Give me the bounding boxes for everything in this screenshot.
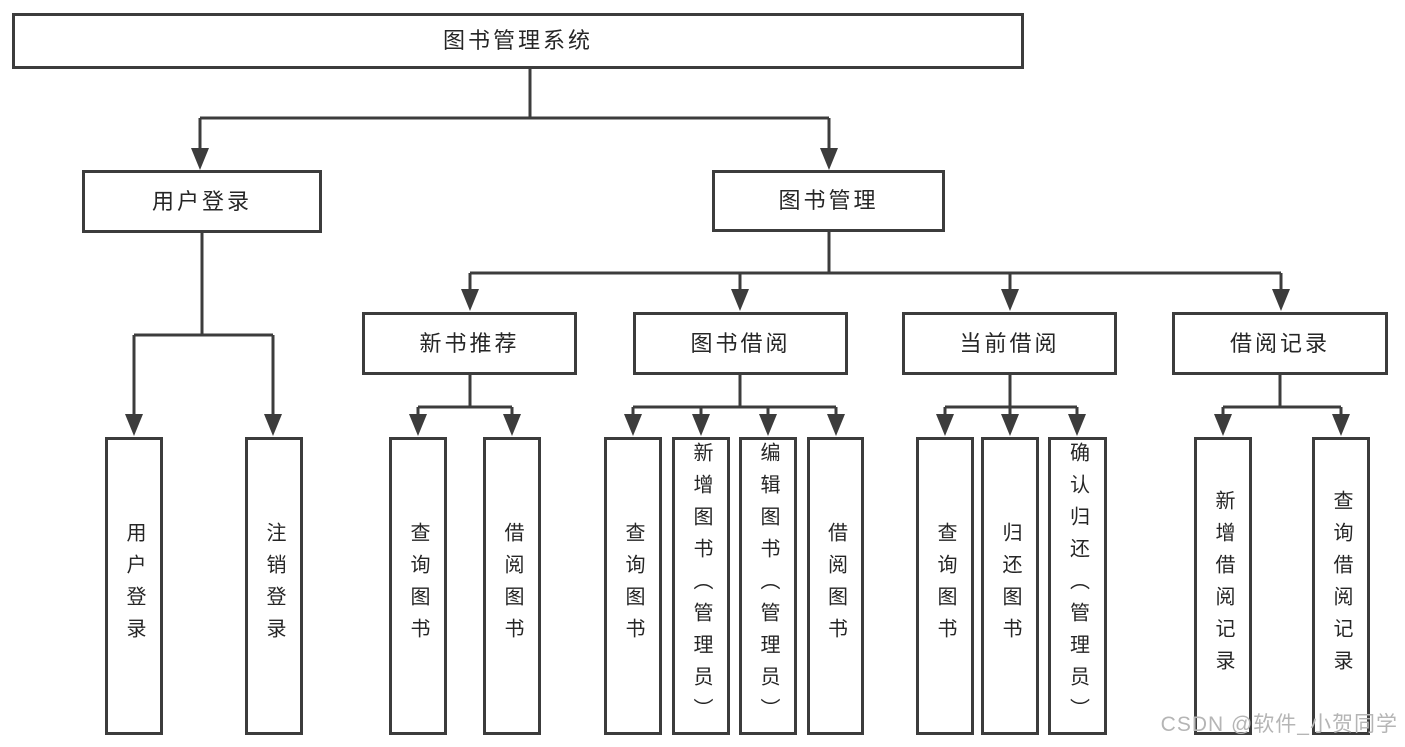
node-current-borrowing: 当前借阅 [902,312,1117,375]
leaf-confirm-return-admin: 确认归还（管理员） [1048,437,1107,735]
node-label: 编辑图书（管理员） [757,442,779,730]
leaf-query-books-1: 查询图书 [389,437,447,735]
node-label: 用户登录 [151,188,252,214]
node-label: 归还图书 [999,522,1021,650]
leaf-add-borrow-record: 新增借阅记录 [1194,437,1252,735]
node-book-management: 图书管理 [712,170,945,232]
node-label: 图书借阅 [690,330,791,356]
leaf-query-borrow-record: 查询借阅记录 [1312,437,1370,735]
tree-edges [132,69,1343,420]
leaf-return-books: 归还图书 [981,437,1039,735]
leaf-user-login: 用户登录 [105,437,163,735]
node-label: 借阅记录 [1229,330,1330,356]
arrowheads [125,148,1350,436]
leaf-borrow-books-2: 借阅图书 [807,437,864,735]
node-label: 借阅图书 [501,522,523,650]
node-label: 图书管理 [778,188,879,213]
node-user-login: 用户登录 [82,170,322,233]
leaf-borrow-books-1: 借阅图书 [483,437,541,735]
node-borrow-records: 借阅记录 [1172,312,1388,375]
node-label: 查询图书 [934,522,956,650]
node-library-management-system: 图书管理系统 [12,13,1024,69]
leaf-add-books-admin: 新增图书（管理员） [672,437,730,735]
node-label: 当前借阅 [959,330,1060,356]
node-label: 确认归还（管理员） [1066,442,1089,730]
node-label: 新书推荐 [419,330,520,356]
leaf-edit-books-admin: 编辑图书（管理员） [739,437,797,735]
node-label: 查询借阅记录 [1330,490,1352,682]
node-label: 注销登录 [263,522,285,650]
node-label: 新增图书（管理员） [690,442,712,730]
leaf-query-books-2: 查询图书 [604,437,662,735]
node-book-borrowing: 图书借阅 [633,312,848,375]
node-label: 新增借阅记录 [1212,490,1234,682]
node-label: 图书管理系统 [442,28,593,53]
node-label: 用户登录 [123,522,145,650]
node-label: 借阅图书 [824,522,847,650]
leaf-query-books-3: 查询图书 [916,437,974,735]
csdn-watermark: CSDN @软件_小贺同学 [1160,713,1398,736]
node-label: 查询图书 [622,522,644,650]
leaf-logout: 注销登录 [245,437,303,735]
node-new-book-recommend: 新书推荐 [362,312,577,375]
connector-group [125,69,1350,436]
node-label: 查询图书 [407,522,429,650]
